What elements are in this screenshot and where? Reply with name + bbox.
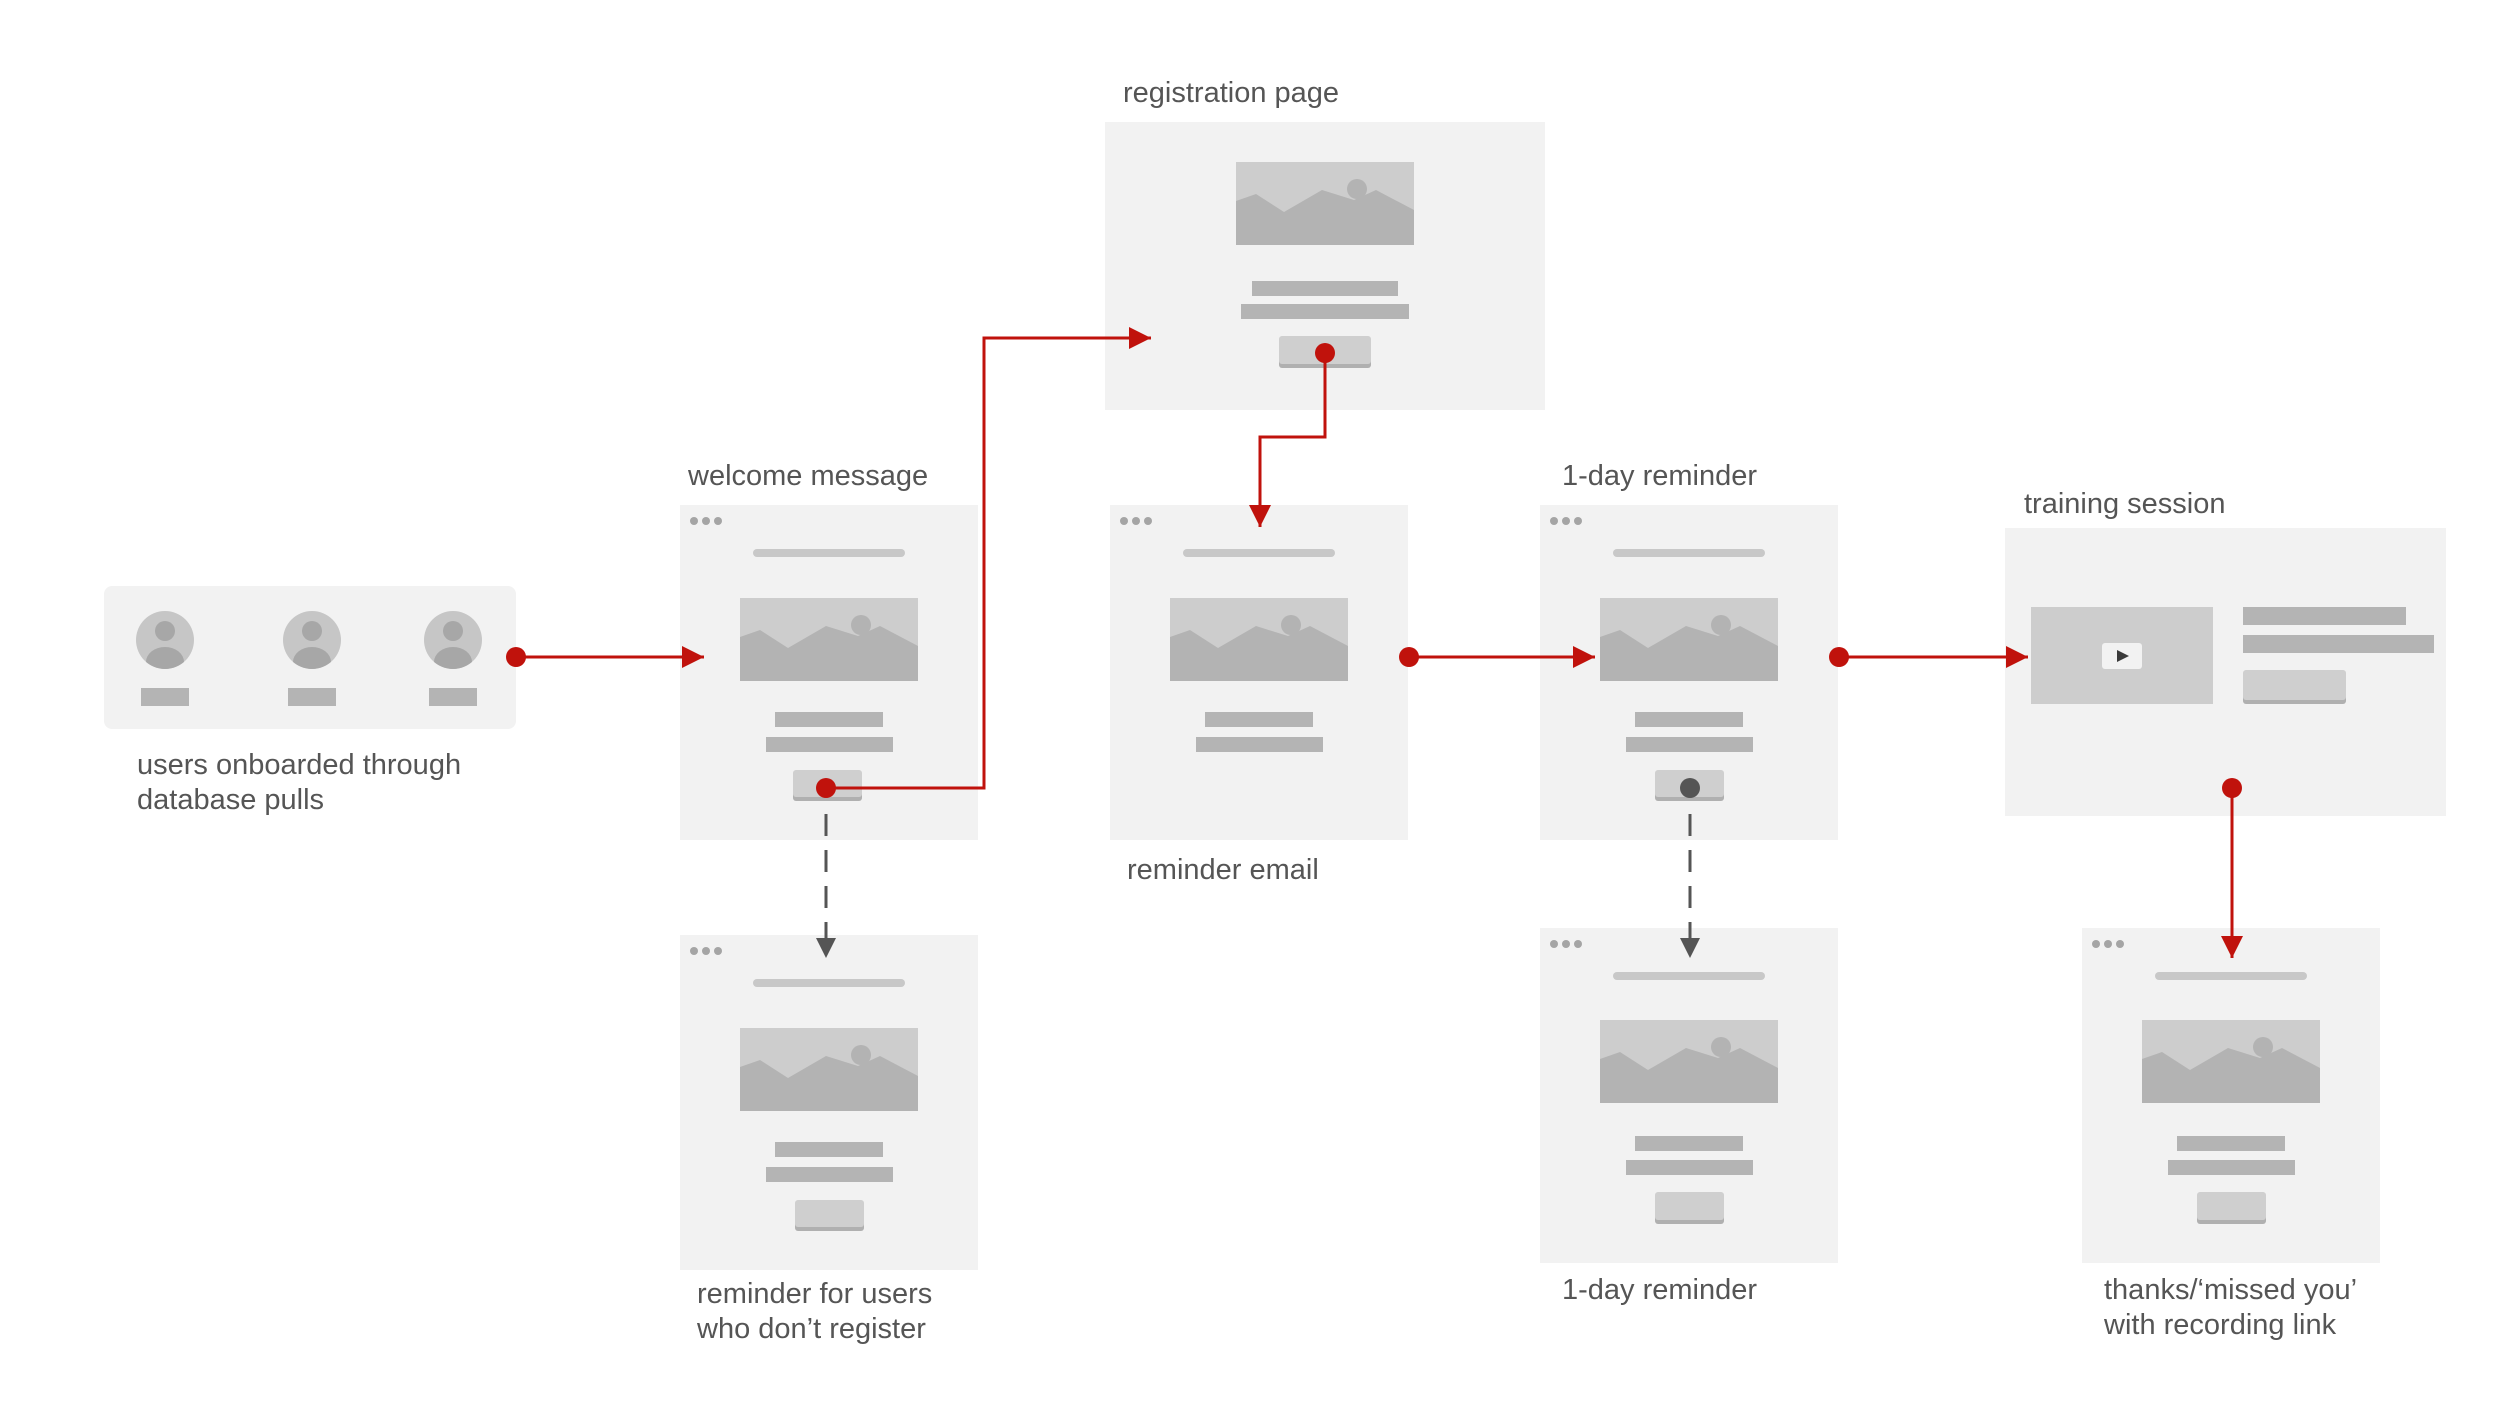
image-placeholder-icon [1170, 598, 1348, 681]
text-line-placeholder [766, 737, 893, 752]
user-avatar-icon [136, 611, 194, 669]
window-dots-icon [1550, 940, 1582, 948]
window-dots-icon [690, 517, 722, 525]
session-button[interactable] [2243, 670, 2346, 700]
text-line-placeholder [2168, 1160, 2295, 1175]
users-label: users onboarded through database pulls [137, 749, 462, 816]
text-line-placeholder [775, 1142, 883, 1157]
text-line-placeholder [1626, 737, 1753, 752]
image-placeholder-icon [1600, 598, 1778, 681]
window-dots-icon [690, 947, 722, 955]
image-placeholder-icon [1236, 162, 1414, 245]
cta-button[interactable] [1655, 1192, 1724, 1220]
thanks-missed-you-label: thanks/‘missed you’ with recording link [2104, 1274, 2358, 1341]
arrow-start-dot [2222, 778, 2242, 798]
text-line-placeholder [1635, 712, 1743, 727]
one-day-reminder-followup-label: 1-day reminder [1562, 1274, 1758, 1306]
user-name-placeholder [141, 688, 189, 706]
text-line-placeholder [1205, 712, 1313, 727]
window-dots-icon [2092, 940, 2124, 948]
training-session-label: training session [2024, 488, 2226, 520]
training-session-page [2005, 528, 2446, 816]
arrow-start-dot [506, 647, 526, 667]
button-dot [1680, 778, 1700, 798]
reminder-unregistered-email [680, 935, 978, 1270]
window-dots-icon [1120, 517, 1152, 525]
email-header-placeholder [753, 549, 905, 557]
text-line-placeholder [1241, 304, 1409, 319]
play-icon[interactable] [2102, 643, 2142, 669]
text-line-placeholder [2243, 607, 2406, 625]
text-line-placeholder [2243, 635, 2434, 653]
users-box [104, 586, 516, 729]
text-line-placeholder [1635, 1136, 1743, 1151]
recording-link-button[interactable] [2197, 1192, 2266, 1220]
email-header-placeholder [1613, 972, 1765, 980]
user-name-placeholder [288, 688, 336, 706]
arrow-registration-to-reminder [1249, 353, 1327, 527]
arrow-start-dot [816, 778, 836, 798]
window-dots-icon [1550, 517, 1582, 525]
user-name-placeholder [429, 688, 477, 706]
thanks-missed-you-email [2082, 928, 2380, 1263]
email-header-placeholder [1183, 549, 1335, 557]
text-line-placeholder [1626, 1160, 1753, 1175]
email-header-placeholder [753, 979, 905, 987]
text-line-placeholder [1252, 281, 1398, 296]
image-placeholder-icon [740, 1028, 918, 1111]
one-day-reminder-label: 1-day reminder [1562, 460, 1758, 492]
reminder-email-label: reminder email [1127, 854, 1319, 886]
image-placeholder-icon [1600, 1020, 1778, 1103]
cta-button[interactable] [795, 1200, 864, 1227]
welcome-message-label: welcome message [688, 460, 929, 492]
arrow-welcome-to-registration [826, 327, 1151, 790]
one-day-reminder-followup-email [1540, 928, 1838, 1263]
user-avatar-icon [283, 611, 341, 669]
text-line-placeholder [2177, 1136, 2285, 1151]
arrow-start-dot [1829, 647, 1849, 667]
text-line-placeholder [775, 712, 883, 727]
email-header-placeholder [1613, 549, 1765, 557]
reminder-unregistered-label: reminder for users who don’t register [697, 1278, 933, 1345]
image-placeholder-icon [2142, 1020, 2320, 1103]
reminder-email [1110, 505, 1408, 840]
registration-page-label: registration page [1123, 77, 1340, 109]
text-line-placeholder [766, 1167, 893, 1182]
one-day-reminder-email [1540, 505, 1838, 840]
email-header-placeholder [2155, 972, 2307, 980]
text-line-placeholder [1196, 737, 1323, 752]
user-avatar-icon [424, 611, 482, 669]
arrow-start-dot [1399, 647, 1419, 667]
image-placeholder-icon [740, 598, 918, 681]
video-player[interactable] [2031, 607, 2213, 704]
arrow-start-dot [1315, 343, 1335, 363]
